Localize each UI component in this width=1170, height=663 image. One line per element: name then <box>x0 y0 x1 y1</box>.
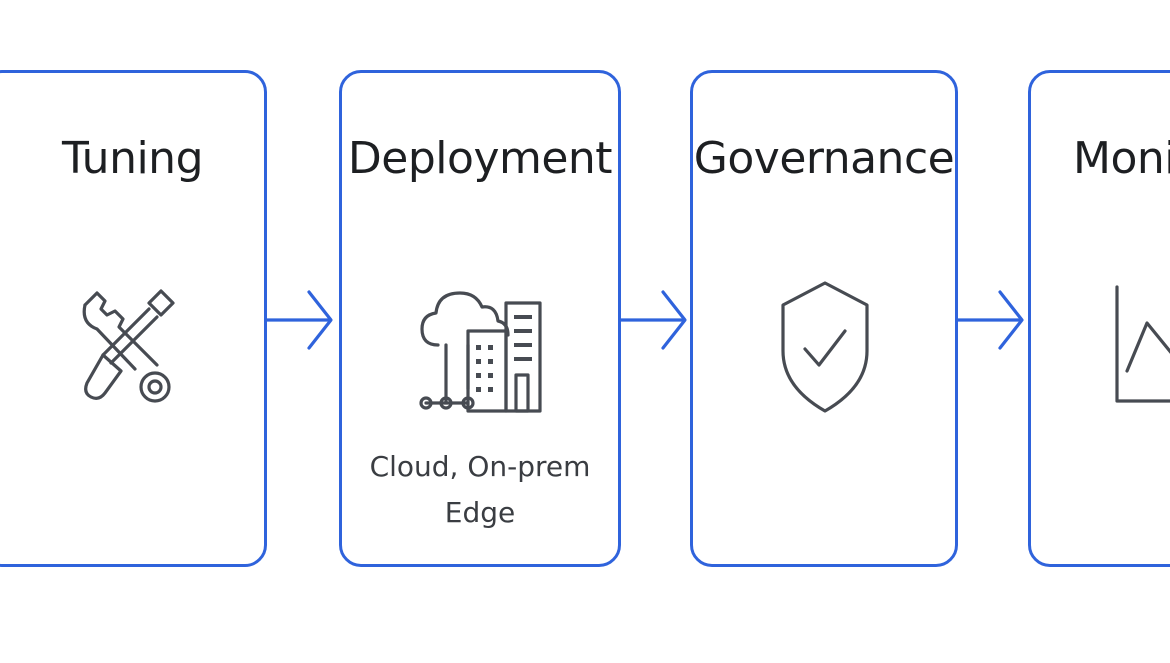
shield-check-icon <box>781 281 869 413</box>
arrow-icon <box>958 290 1024 350</box>
stage-subtitle-deployment-line-1: Cloud, On-prem <box>369 450 591 483</box>
line-chart-icon <box>1115 285 1170 403</box>
stage-subtitle-deployment-line-2: Edge <box>444 496 516 529</box>
arrow-icon <box>267 290 333 350</box>
stage-title-deployment: Deployment <box>347 133 613 184</box>
stage-card-governance: Governance <box>690 70 958 567</box>
stage-card-deployment: Deployment <box>339 70 621 567</box>
wrench-screwdriver-icon <box>82 289 175 403</box>
stage-card-tuning: Tuning <box>0 70 267 567</box>
stage-title-governance: Governance <box>693 133 955 184</box>
arrow-icon <box>621 290 687 350</box>
stage-title-monitoring: Monit <box>1073 133 1170 184</box>
stage-title-tuning: Tuning <box>61 133 204 184</box>
cloud-building-icon <box>419 291 542 413</box>
stage-card-monitoring: Monit <box>1028 70 1170 567</box>
